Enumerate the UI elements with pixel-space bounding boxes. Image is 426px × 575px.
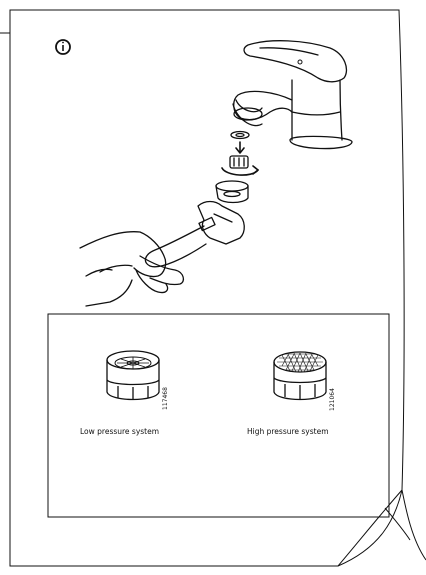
high-pressure-mesh: [277, 353, 323, 372]
high-pressure-caption: High pressure system: [247, 427, 329, 436]
page-frame: [0, 10, 426, 566]
low-pressure-aerator-icon: [107, 351, 159, 400]
info-circle-icon: [56, 40, 70, 54]
low-pressure-caption: Low pressure system: [80, 427, 159, 436]
high-pressure-aerator-icon: [274, 352, 326, 400]
faucet-illustration: [80, 41, 352, 306]
low-pressure-article-code: 117468: [162, 387, 169, 410]
high-pressure-article-code: 121064: [329, 388, 336, 411]
aerator-types-panel: [48, 314, 389, 517]
